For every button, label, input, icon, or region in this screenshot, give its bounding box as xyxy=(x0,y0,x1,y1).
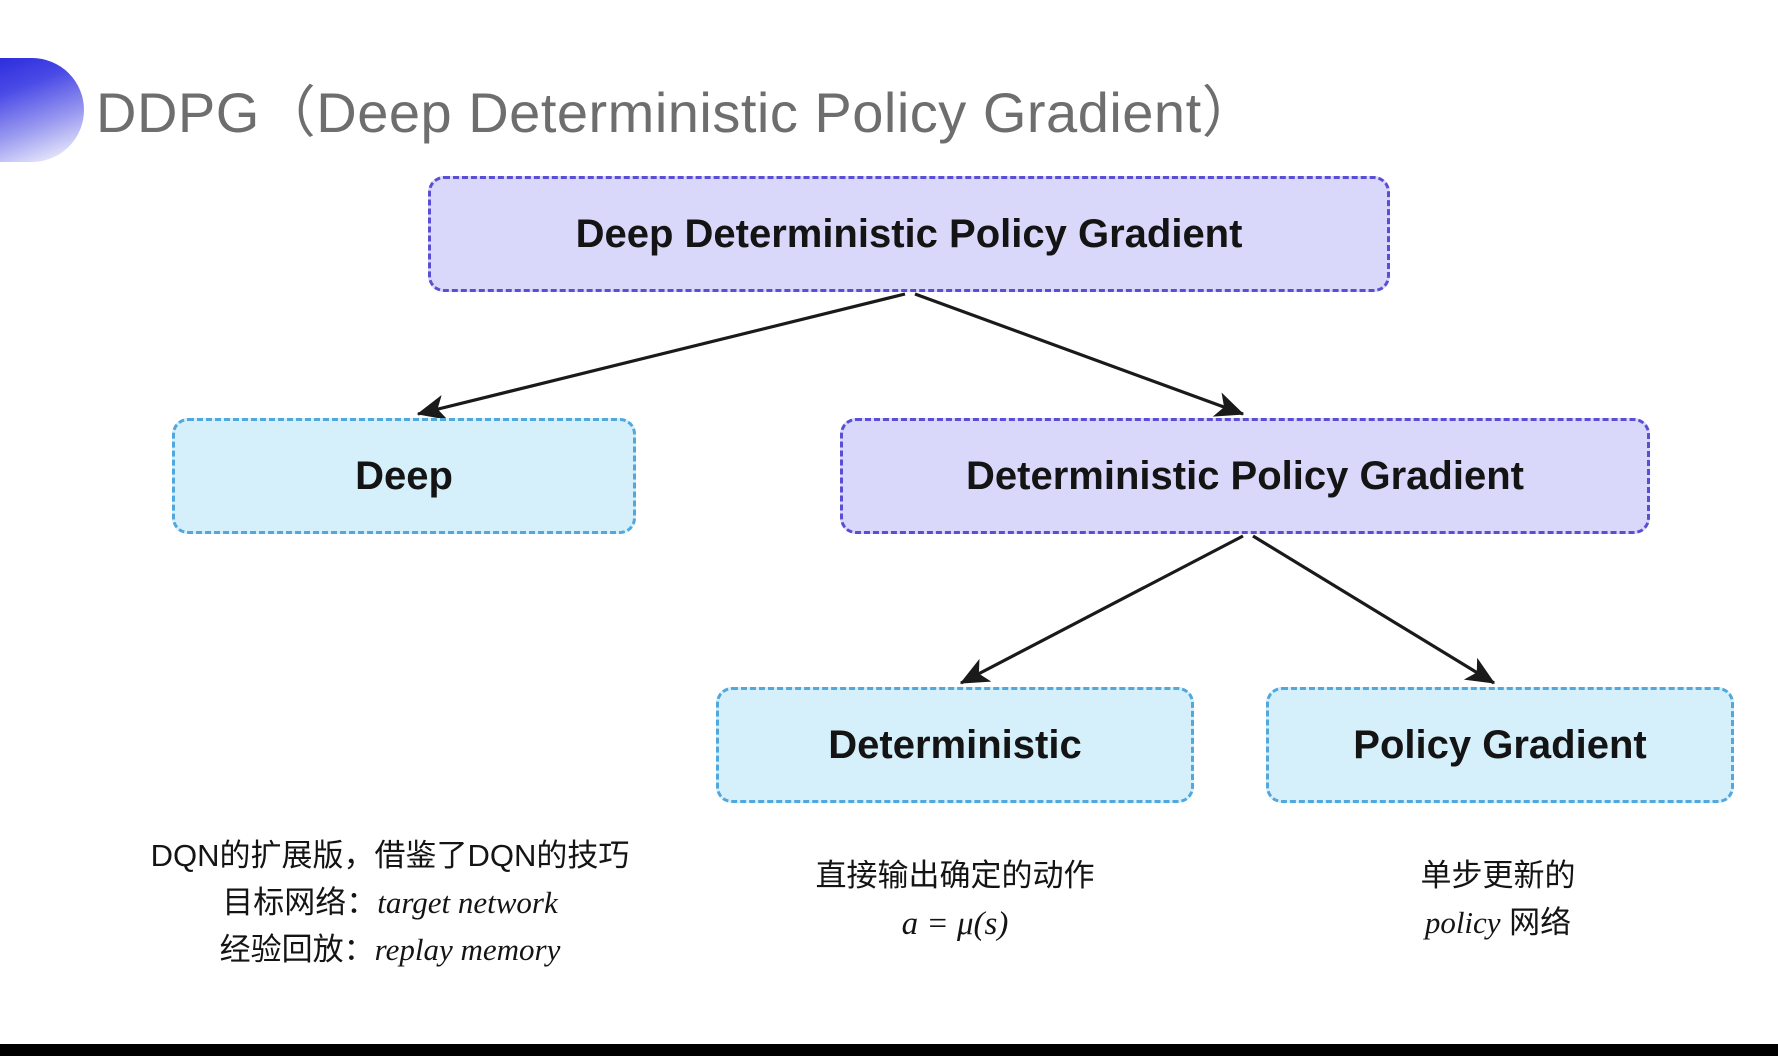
edge-dpg-deterministic xyxy=(959,534,1244,685)
edge-dpg-policy-gradient xyxy=(1252,534,1496,685)
caption-policy-gradient-suffix: 网络 xyxy=(1500,905,1572,941)
caption-deep-line3-label: 经验回放： xyxy=(219,932,375,968)
caption-deep-line3: 经验回放：replay memory xyxy=(60,926,720,973)
bottom-rule xyxy=(0,1044,1778,1056)
caption-policy-gradient: 单步更新的 policy 网络 xyxy=(1268,852,1728,946)
page-title: DDPG（Deep Deterministic Policy Gradient） xyxy=(96,81,1259,144)
node-policy-gradient[interactable]: Policy Gradient xyxy=(1266,687,1734,803)
title-bullet-icon xyxy=(0,58,84,162)
node-deterministic[interactable]: Deterministic xyxy=(716,687,1194,803)
node-deterministic-policy-gradient[interactable]: Deterministic Policy Gradient xyxy=(840,418,1650,534)
caption-deep-line2-label: 目标网络： xyxy=(222,885,378,921)
caption-policy-gradient-line2: policy 网络 xyxy=(1268,899,1728,946)
edge-root-dpg xyxy=(914,292,1245,417)
caption-policy-gradient-term: policy xyxy=(1424,905,1501,941)
caption-policy-gradient-line1: 单步更新的 xyxy=(1420,858,1576,893)
caption-deep: DQN的扩展版，借鉴了DQN的技巧 目标网络：target network 经验… xyxy=(60,832,720,973)
caption-deterministic-line1: 直接输出确定的动作 xyxy=(815,858,1095,893)
caption-deep-line1: DQN的扩展版，借鉴了DQN的技巧 xyxy=(150,838,630,873)
caption-deep-line3-term: replay memory xyxy=(374,932,561,968)
caption-deterministic: 直接输出确定的动作 a = μ(s) xyxy=(720,852,1190,949)
caption-deep-line2-term: target network xyxy=(377,885,558,921)
node-deep[interactable]: Deep xyxy=(172,418,636,534)
edge-root-deep xyxy=(416,292,906,420)
caption-deterministic-formula: a = μ(s) xyxy=(901,906,1009,943)
caption-deep-line2: 目标网络：target network xyxy=(60,879,720,926)
node-deep-deterministic-policy-gradient[interactable]: Deep Deterministic Policy Gradient xyxy=(428,176,1390,292)
